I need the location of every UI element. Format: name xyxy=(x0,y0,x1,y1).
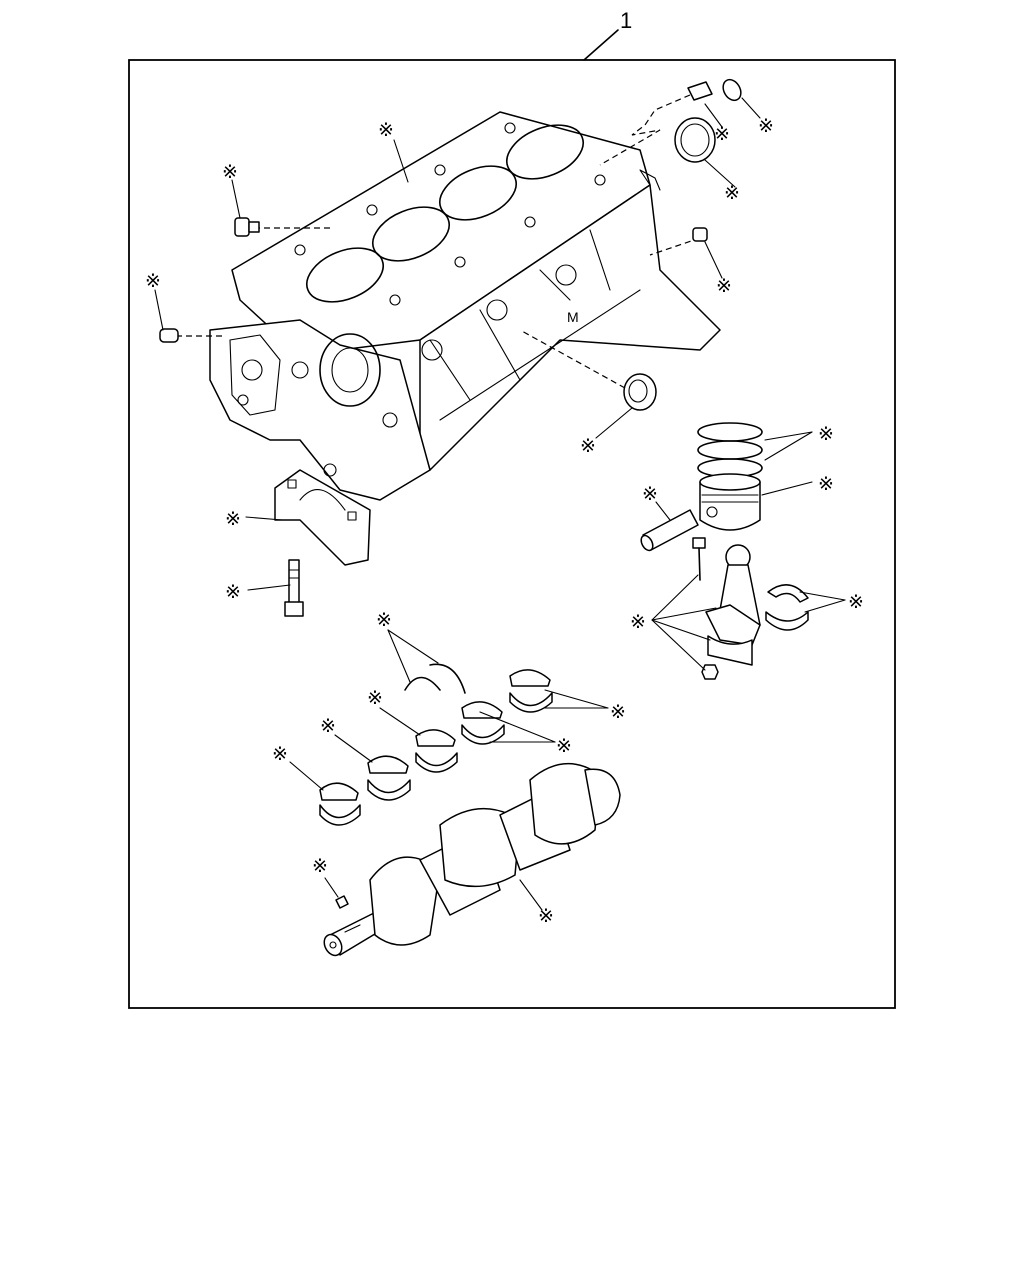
main-bearing-shells xyxy=(319,669,553,826)
rod-bolt xyxy=(692,537,706,581)
callout-mark-main-bearing-1: ※ xyxy=(272,743,288,765)
callout-mark-piston: ※ xyxy=(818,473,834,495)
dowel-pin xyxy=(692,227,708,242)
rear-pin xyxy=(687,78,742,102)
crankshaft-oil-seal xyxy=(623,373,657,411)
callout-mark-main-bearing-3: ※ xyxy=(367,687,383,709)
drain-plug xyxy=(234,217,260,237)
crankshaft xyxy=(323,763,621,957)
callout-mark-crankshaft-key: ※ xyxy=(312,855,328,877)
callout-mark-rear-pin: ※ xyxy=(714,123,730,145)
callout-mark-piston-rings: ※ xyxy=(818,423,834,445)
callout-mark-piston-pin: ※ xyxy=(642,483,658,505)
callout-mark-pin-plug: ※ xyxy=(758,115,774,137)
callout-mark-drain-plug: ※ xyxy=(222,161,238,183)
crankshaft-key xyxy=(335,895,349,909)
callout-mark-connecting-rod: ※ xyxy=(630,611,646,633)
assembly-number-label: 1 xyxy=(620,8,632,33)
rod-bearings xyxy=(765,584,809,631)
callout-mark-main-cap-bolt: ※ xyxy=(225,581,241,603)
callout-mark-dowel-pin: ※ xyxy=(716,275,732,297)
callout-mark-main-bearing-5: ※ xyxy=(610,701,626,723)
piston xyxy=(699,473,761,531)
callout-mark-thrust-washers: ※ xyxy=(376,609,392,631)
side-plug xyxy=(159,328,179,343)
piston-pin xyxy=(640,509,699,552)
main-cap-bolt xyxy=(284,559,304,617)
assembly-frame xyxy=(128,59,896,1009)
callout-mark-crankshaft: ※ xyxy=(538,905,554,927)
assembly-leader-line xyxy=(583,29,619,61)
cylinder-block: M xyxy=(209,111,721,501)
callout-mark-main-bearing-4: ※ xyxy=(556,735,572,757)
callout-mark-oil-seal: ※ xyxy=(580,435,596,457)
callout-mark-side-plug: ※ xyxy=(145,270,161,292)
callout-mark-rod-bearings: ※ xyxy=(848,591,864,613)
callout-mark-expansion-plug: ※ xyxy=(724,182,740,204)
leader-dowel-pin xyxy=(649,237,701,256)
piston-rings xyxy=(697,422,763,478)
block-mark-glyph: M xyxy=(567,309,579,325)
expansion-plug xyxy=(674,117,716,163)
callout-mark-main-bearing-2: ※ xyxy=(320,715,336,737)
leader-rear-pin xyxy=(599,94,691,166)
connecting-rod xyxy=(705,544,761,646)
callout-mark-main-bearing-cap: ※ xyxy=(225,508,241,530)
rod-nut xyxy=(701,664,719,680)
callout-leaders xyxy=(154,97,846,911)
thrust-washers xyxy=(404,663,466,694)
rod-cap xyxy=(707,635,753,666)
callout-mark-cylinder-block: ※ xyxy=(378,119,394,141)
